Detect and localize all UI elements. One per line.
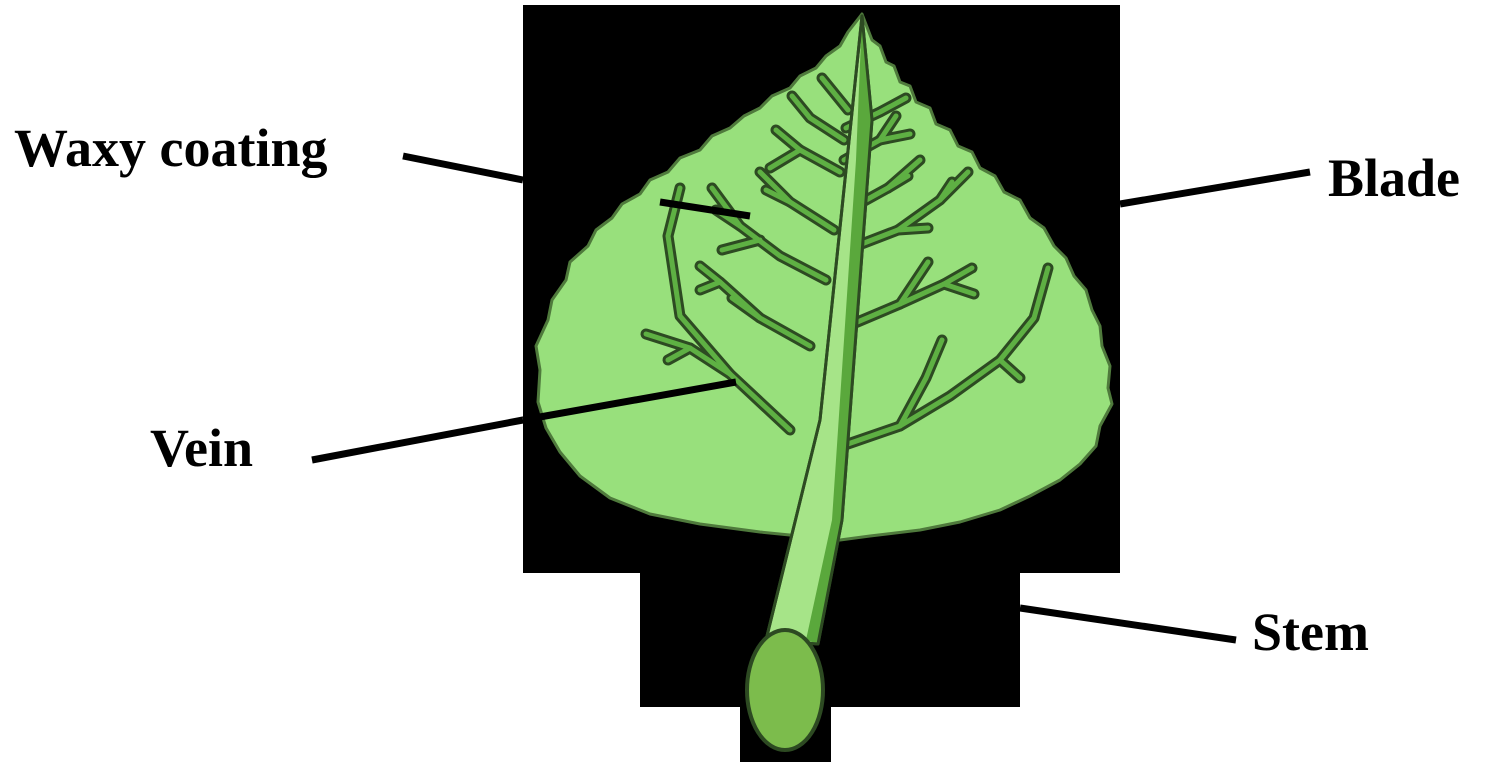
leader-blade	[1120, 172, 1310, 204]
leader-vein	[312, 420, 523, 460]
label-vein: Vein	[150, 418, 253, 478]
stem-cut-end	[747, 630, 823, 750]
leader-waxy-coating	[403, 156, 523, 180]
leader-stem	[1020, 608, 1236, 640]
label-blade: Blade	[1328, 148, 1460, 208]
label-waxy-coating: Waxy coating	[14, 118, 328, 178]
label-stem: Stem	[1252, 602, 1369, 662]
